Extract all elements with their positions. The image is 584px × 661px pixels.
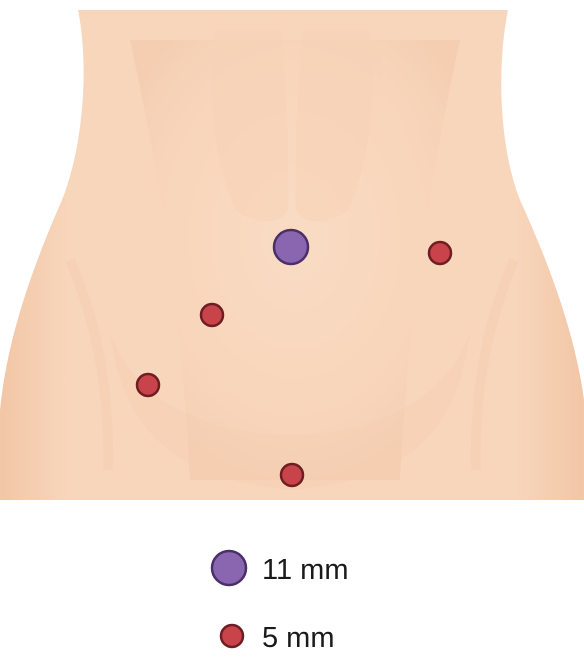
legend-11mm-label: 11 mm — [262, 554, 348, 586]
legend-11mm-swatch — [212, 551, 246, 585]
port-5mm-left-upper — [429, 242, 451, 264]
legend: 11 mm 5 mm — [212, 551, 348, 654]
port-5mm-right-mid — [201, 304, 223, 326]
port-5mm-right-lower — [137, 374, 159, 396]
legend-item-11mm: 11 mm — [212, 551, 348, 586]
port-5mm-suprapubic — [281, 464, 303, 486]
legend-5mm-swatch — [221, 625, 243, 647]
legend-item-5mm: 5 mm — [221, 622, 335, 654]
port-11mm-umbilical — [274, 230, 308, 264]
legend-5mm-label: 5 mm — [262, 622, 335, 654]
